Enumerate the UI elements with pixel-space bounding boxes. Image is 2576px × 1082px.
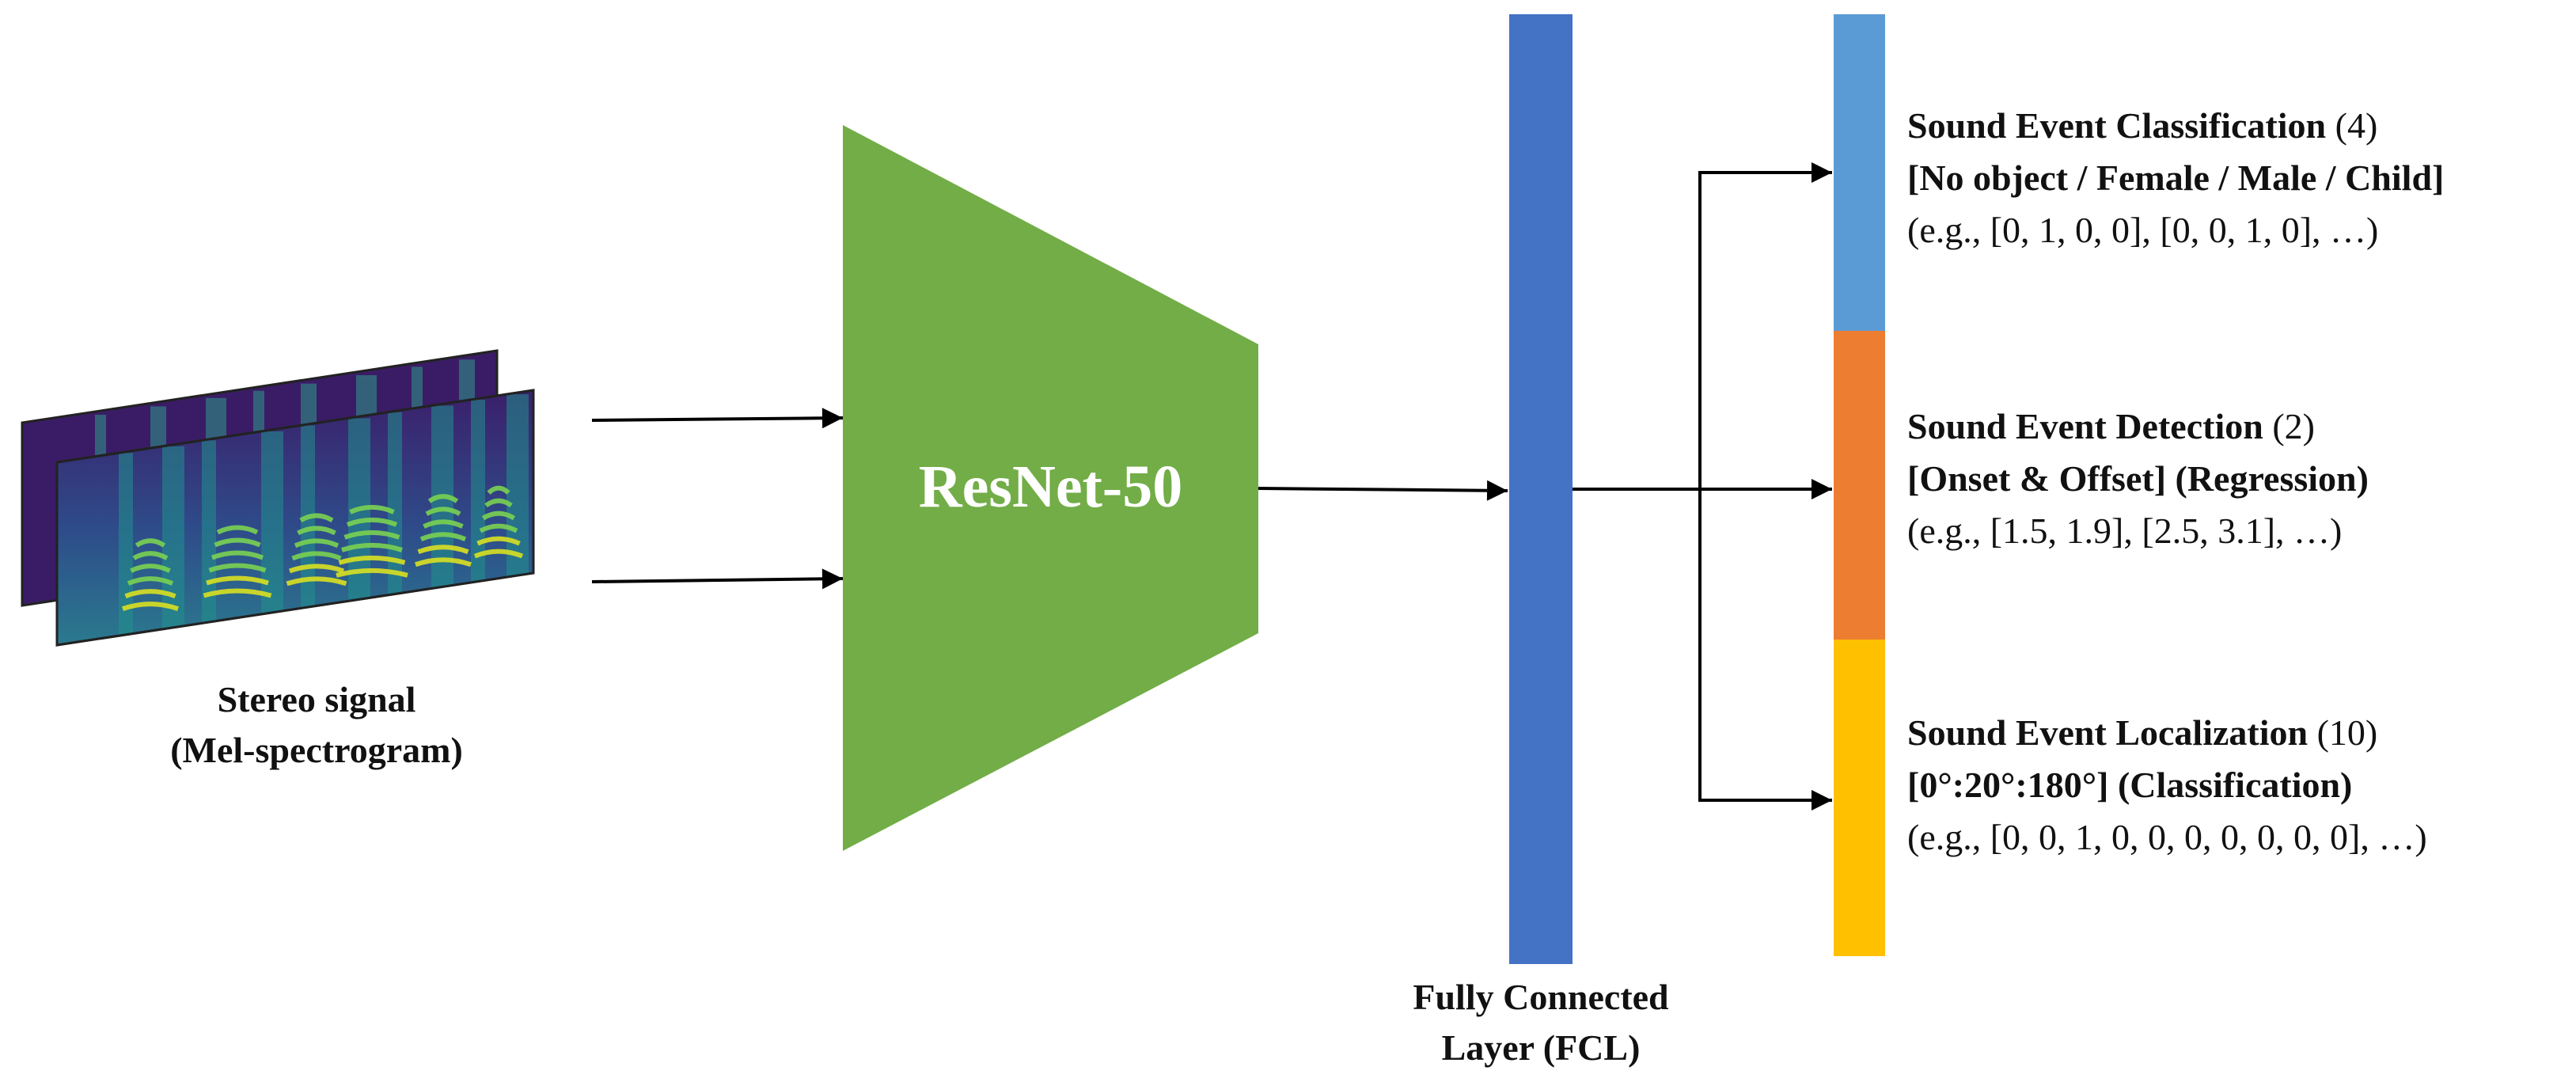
- spectrogram-texture: [473, 549, 524, 559]
- spectrogram-texture: [341, 542, 403, 552]
- spectrogram-texture: [388, 412, 402, 595]
- input-label: Stereo signal (Mel-spectrogram): [111, 674, 522, 776]
- detection-title: Sound Event Detection: [1907, 406, 2263, 446]
- spectrogram-texture: [286, 576, 347, 587]
- spectrogram-texture: [95, 415, 106, 463]
- spectrogram-front-sheet: [55, 389, 535, 647]
- classification-example: (e.g., [0, 1, 0, 0], [0, 0, 1, 0], …): [1907, 210, 2379, 250]
- spectrogram-texture: [208, 563, 267, 573]
- spectrogram-texture: [423, 519, 464, 529]
- classification-title: Sound Event Classification: [1907, 105, 2327, 146]
- spectrogram-texture: [506, 394, 529, 578]
- spectrogram-texture: [291, 551, 342, 561]
- input-label-line2: (Mel-spectrogram): [170, 730, 463, 770]
- spectrogram-texture: [122, 602, 179, 612]
- output-segment-localization: [1834, 640, 1885, 956]
- spectrogram-texture: [216, 525, 259, 535]
- spectrogram-texture: [479, 523, 518, 533]
- spectrogram-texture: [427, 494, 459, 503]
- spectrogram-texture: [299, 513, 334, 523]
- spectrogram-texture: [214, 537, 261, 548]
- localization-title: Sound Event Localization: [1907, 712, 2309, 753]
- spectrogram-texture: [301, 383, 317, 431]
- spectrogram-texture: [476, 536, 521, 546]
- spectrogram-texture: [471, 399, 485, 583]
- fcl-label-line2: Layer (FCL): [1441, 1027, 1641, 1068]
- spectrogram-texture: [343, 530, 400, 540]
- spectrogram-texture: [481, 511, 516, 521]
- classification-detail: [No object / Female / Male / Child]: [1907, 158, 2445, 198]
- input-arrow-bottom: [591, 568, 844, 590]
- resnet-label: ResNet-50: [918, 454, 1183, 520]
- fcl-label: Fully Connected Layer (FCL): [1343, 972, 1739, 1073]
- spectrogram-texture: [202, 440, 216, 624]
- spectrogram-texture: [417, 545, 469, 555]
- localization-example: (e.g., [0, 0, 1, 0, 0, 0, 0, 0, 0, 0], ……: [1907, 817, 2427, 857]
- spectrogram-texture: [162, 446, 184, 629]
- spectrogram-texture: [412, 366, 423, 415]
- spectrogram-texture: [336, 568, 408, 578]
- spectrogram-texture: [203, 588, 272, 598]
- input-arrow-top: [591, 408, 844, 429]
- output-localization: Sound Event Localization (10) [0°:20°:18…: [1907, 707, 2427, 864]
- spectrogram-texture: [135, 538, 166, 548]
- spectrogram-texture: [124, 589, 176, 598]
- spectrogram-texture: [294, 538, 340, 549]
- spectrogram-texture: [415, 557, 472, 568]
- spectrogram-texture: [297, 526, 336, 536]
- output-segment-classification: [1834, 14, 1885, 331]
- spectrogram-texture: [459, 359, 475, 408]
- spectrogram-texture: [132, 551, 169, 560]
- spectrogram-texture: [425, 507, 461, 516]
- localization-count: (10): [2316, 712, 2378, 753]
- localization-detail: [0°:20°:180°] (Classification): [1907, 765, 2353, 805]
- classification-count: (4): [2335, 105, 2378, 146]
- spectrogram-texture: [127, 576, 174, 586]
- detection-count: (2): [2272, 406, 2315, 446]
- spectrogram-texture: [211, 550, 264, 560]
- detection-example: (e.g., [1.5, 1.9], [2.5, 3.1], …): [1907, 511, 2343, 551]
- spectrogram-texture: [487, 485, 510, 495]
- output-segment-detection: [1834, 331, 1885, 640]
- spectrogram-texture: [346, 517, 398, 527]
- fcl-bar: [1509, 14, 1573, 964]
- resnet-to-fcl-arrow: [1258, 480, 1508, 501]
- spectrogram-texture: [206, 575, 269, 586]
- input-label-line1: Stereo signal: [217, 679, 416, 719]
- spectrogram-texture: [150, 406, 166, 454]
- spectrogram-texture: [130, 564, 171, 573]
- spectrogram-texture: [253, 390, 264, 438]
- fcl-label-line1: Fully Connected: [1413, 977, 1669, 1017]
- spectrogram-texture: [119, 453, 133, 636]
- spectrogram-texture: [289, 564, 344, 574]
- spectrogram-texture: [261, 431, 283, 614]
- spectrogram-texture: [484, 498, 513, 508]
- spectrogram-texture: [338, 555, 406, 565]
- resnet-block: [843, 125, 1258, 851]
- detection-detail: [Onset & Offset] (Regression): [1907, 458, 2369, 499]
- output-classification: Sound Event Classification (4) [No objec…: [1907, 100, 2444, 256]
- spectrogram-texture: [349, 504, 395, 514]
- output-detection: Sound Event Detection (2) [Onset & Offse…: [1907, 401, 2369, 557]
- spectrogram-texture: [419, 532, 467, 542]
